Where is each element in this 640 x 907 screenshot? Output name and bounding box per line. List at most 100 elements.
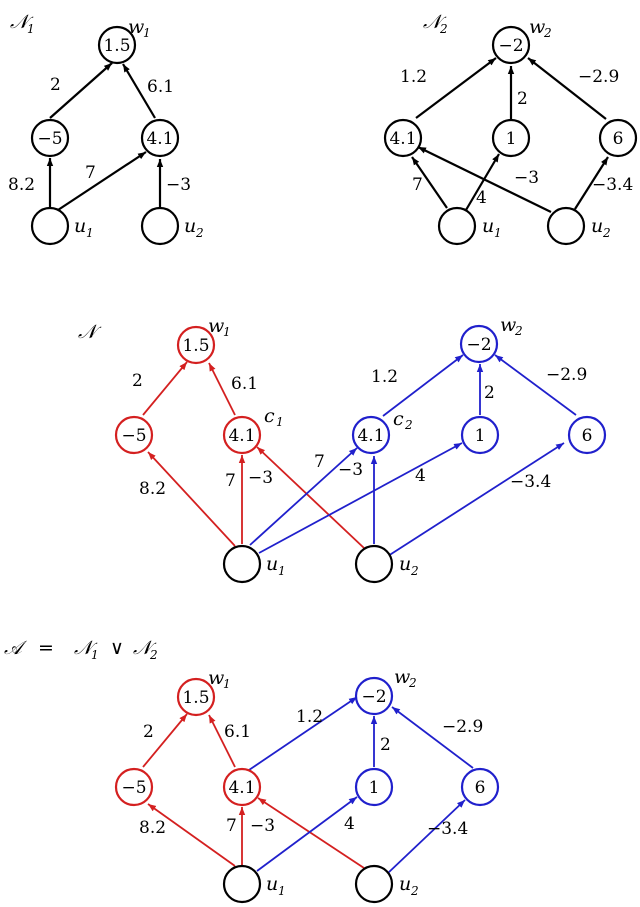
- node-n-b1: [460, 415, 500, 455]
- label-n-w1-sub: 1: [223, 325, 231, 339]
- weight-a-u1-r1: 8.2: [139, 818, 166, 838]
- weight-n2-c-w2: −2.9: [578, 67, 619, 87]
- network-a: 𝒜 = 𝒩 1 ∨ 𝒩 2: [4, 637, 500, 904]
- edge-n-u1-b1: [258, 442, 463, 554]
- n-title: 𝒩: [78, 321, 102, 343]
- n2-title-sub: 2: [439, 22, 448, 36]
- label-n1-u1: u: [74, 215, 86, 237]
- edge-a-u2-b2: [387, 799, 466, 874]
- edge-n-c2-w2: [382, 354, 464, 417]
- node-a-u1: [222, 864, 262, 904]
- edge-n-c1-w1: [208, 362, 236, 416]
- weight-n2-b-w2: 2: [517, 89, 528, 109]
- node-a-w2-value: −2: [361, 687, 386, 707]
- node-n1-u1: [30, 206, 70, 246]
- node-n2-b-value: 1: [506, 129, 517, 149]
- label-n-c2: c: [393, 408, 404, 430]
- formula-or: ∨: [110, 637, 124, 659]
- node-n1-b-value: 4.1: [146, 129, 173, 149]
- edge-a-b2-w2: [391, 706, 474, 769]
- node-n-b1-value: 1: [475, 426, 486, 446]
- label-n-u2: u: [399, 553, 411, 575]
- edge-n2-u1-b: [465, 153, 500, 211]
- node-a-b2-value: 6: [475, 778, 486, 798]
- node-n1-w1-value: 1.5: [103, 36, 130, 56]
- node-n2-u1: [437, 206, 477, 246]
- weight-n1-b-w1: 6.1: [147, 77, 174, 97]
- weight-n2-u2-c: −3.4: [592, 175, 633, 195]
- edge-n-u1-r1: [147, 451, 236, 547]
- weight-a-c-w1: 6.1: [224, 722, 251, 742]
- edge-n2-u1-a: [411, 156, 448, 209]
- edge-n-u2-b2: [387, 442, 565, 557]
- label-n-c1: c: [264, 405, 275, 427]
- node-n1-w1: [97, 25, 137, 65]
- network-n: 𝒩 1.5 −2: [78, 314, 607, 584]
- weight-n1-u2-b: −3: [166, 175, 191, 195]
- node-a-w2: [354, 676, 394, 716]
- label-a-w2-sub: 2: [408, 676, 417, 690]
- node-n-w1: [176, 325, 216, 365]
- node-n-c1: [222, 415, 262, 455]
- node-n-w2-value: −2: [466, 335, 491, 355]
- label-n1-u2: u: [184, 215, 196, 237]
- label-n1-u2-sub: 2: [195, 226, 204, 240]
- node-a-w1: [176, 677, 216, 717]
- formula-sub2: 2: [149, 648, 158, 662]
- label-a-w1: w: [208, 667, 224, 689]
- edge-n2-c-w2: [527, 57, 607, 120]
- weight-n2-a-w2: 1.2: [400, 67, 427, 87]
- formula-n1: 𝒩: [74, 637, 98, 659]
- weight-n-u1-r1: 8.2: [139, 479, 166, 499]
- label-a-u2-sub: 2: [410, 884, 419, 898]
- weight-a-u1-c: 7: [226, 816, 237, 836]
- label-n2-u1: u: [482, 215, 494, 237]
- node-n2-w2-value: −2: [498, 36, 523, 56]
- label-a-u2: u: [399, 873, 411, 895]
- label-n2-w2-sub: 2: [543, 26, 552, 40]
- weight-a-u1-b1: 4: [344, 814, 355, 834]
- weight-a-u2-c: −3: [250, 816, 275, 836]
- label-n1-w1: w: [128, 16, 144, 38]
- edge-a-u1-b1: [256, 796, 358, 872]
- node-a-c: [222, 767, 262, 807]
- node-n-w2: [459, 324, 499, 364]
- label-a-u1-sub: 1: [278, 884, 286, 898]
- formula-lhs: 𝒜: [4, 637, 28, 659]
- node-n-b2: [567, 415, 607, 455]
- edge-a-r1-w1: [142, 713, 188, 768]
- node-a-w1-value: 1.5: [182, 688, 209, 708]
- edge-n-r1-w1: [142, 361, 188, 416]
- weight-a-u2-b2: −3.4: [427, 819, 468, 839]
- label-a-w2: w: [394, 666, 410, 688]
- weight-n-b2-w2: −2.9: [546, 365, 587, 385]
- edge-a-c-w2: [248, 696, 358, 771]
- edge-n2-u2-a: [417, 146, 552, 213]
- formula: 𝒜 = 𝒩 1 ∨ 𝒩 2: [4, 637, 158, 662]
- edge-a-u1-r1: [147, 803, 236, 867]
- label-a-u1: u: [266, 873, 278, 895]
- weight-n2-u1-b: 4: [476, 188, 487, 208]
- weight-a-c-w2: 1.2: [296, 707, 323, 727]
- label-n2-u2-sub: 2: [602, 226, 611, 240]
- n2-title: 𝒩: [423, 11, 447, 33]
- node-n2-c: [598, 118, 638, 158]
- node-n-u1: [222, 544, 262, 584]
- formula-eq: =: [38, 637, 54, 659]
- edge-n-u2-c1: [256, 446, 365, 549]
- edge-n2-a-w2: [415, 57, 497, 119]
- label-n2-u2: u: [591, 215, 603, 237]
- node-n-c1-value: 4.1: [228, 426, 255, 446]
- weight-n1-u1-b: 7: [85, 163, 96, 183]
- node-n2-u2: [546, 206, 586, 246]
- weight-n2-u1-a: 7: [412, 175, 423, 195]
- label-n1-u1-sub: 1: [86, 226, 94, 240]
- edge-n1-u1-b: [57, 151, 147, 211]
- weight-n-c1-w1: 6.1: [231, 374, 258, 394]
- network-n2: 𝒩 2 −2 4.1 1 6 1.2 2 −2: [383, 11, 638, 246]
- node-n-b2-value: 6: [582, 426, 593, 446]
- node-a-b2: [460, 767, 500, 807]
- label-n2-u1-sub: 1: [494, 226, 502, 240]
- node-a-r1-value: −5: [121, 778, 146, 798]
